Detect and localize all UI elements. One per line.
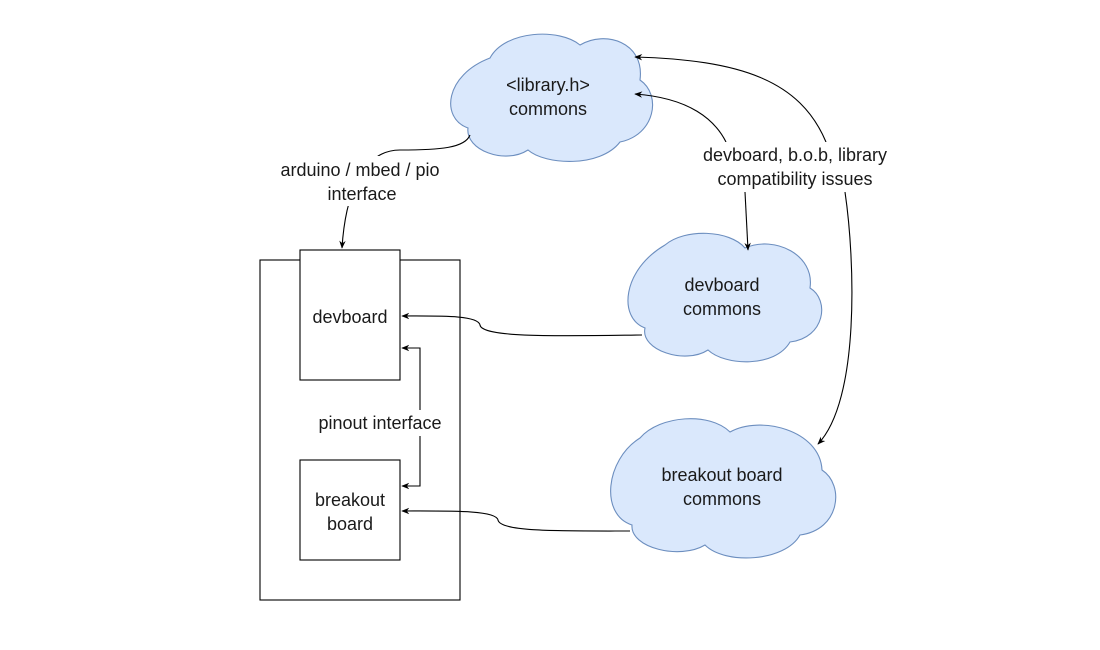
edge-compat-to-library-inner (634, 91, 727, 143)
label-bg-arduino (268, 156, 452, 206)
edge-compat-to-breakout-commons (817, 191, 853, 445)
edge-devboard-commons-to-devboard (401, 312, 643, 337)
edge-library-to-devboard (339, 134, 471, 249)
compatibility-issues-label-line2: compatibility issues (717, 169, 872, 189)
devboard-commons-cloud[interactable] (627, 232, 823, 363)
library-commons-cloud[interactable] (450, 33, 654, 162)
arduino-interface-label-line2: interface (327, 184, 396, 204)
edge-compat-to-devboard-commons (744, 191, 751, 251)
devboard-box[interactable] (299, 249, 401, 381)
arduino-interface-label-line1: arduino / mbed / pio (280, 160, 439, 180)
label-bg-pinout (310, 410, 450, 436)
edge-compat-to-library-outer (634, 54, 827, 143)
breakout-board-box-label-line1: breakout (315, 490, 385, 510)
breakout-board-commons-cloud[interactable] (610, 418, 837, 559)
label-bg-compat (690, 142, 902, 192)
devboard-commons-label-line2: commons (683, 299, 761, 319)
pinout-interface-label: pinout interface (318, 413, 441, 433)
breakout-commons-label-line1: breakout board (661, 465, 782, 485)
devboard-box-label: devboard (312, 307, 387, 327)
compatibility-issues-label-line1: devboard, b.o.b, library (703, 145, 887, 165)
library-commons-label-line1: <library.h> (506, 75, 590, 95)
devboard-commons-label-line1: devboard (684, 275, 759, 295)
breakout-board-box[interactable] (299, 459, 401, 561)
breakout-commons-label-line2: commons (683, 489, 761, 509)
edge-breakout-commons-to-breakout (401, 507, 631, 532)
library-commons-label-line2: commons (509, 99, 587, 119)
breakout-board-box-label-line2: board (327, 514, 373, 534)
